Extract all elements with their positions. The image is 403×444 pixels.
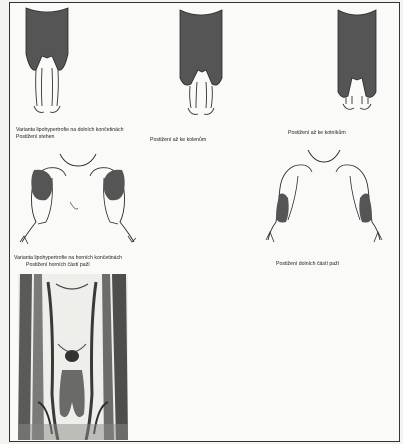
caption-upper-arms: Postižení horních částí paží [26, 262, 90, 268]
caption-lower-title: Varianta lipohypertrofie na dolních konč… [16, 127, 123, 133]
legs-thighs-illustration [22, 6, 72, 118]
caption-knees: Postižení až ke kolenům [150, 137, 206, 143]
caption-upper-title: Varianta lipohypertrofie na horních konč… [14, 255, 122, 261]
caption-forearms: Postižení dolních částí paží [276, 261, 339, 267]
arms-forearms-illustration [262, 146, 386, 246]
caption-ankles: Postižení až ke kotníkům [288, 130, 346, 136]
arms-upper-illustration [18, 150, 138, 250]
caption-thighs: Postižení stehen [16, 134, 54, 140]
legs-ankles-illustration [334, 8, 380, 112]
photo [18, 274, 128, 440]
legs-knees-illustration [176, 8, 226, 118]
